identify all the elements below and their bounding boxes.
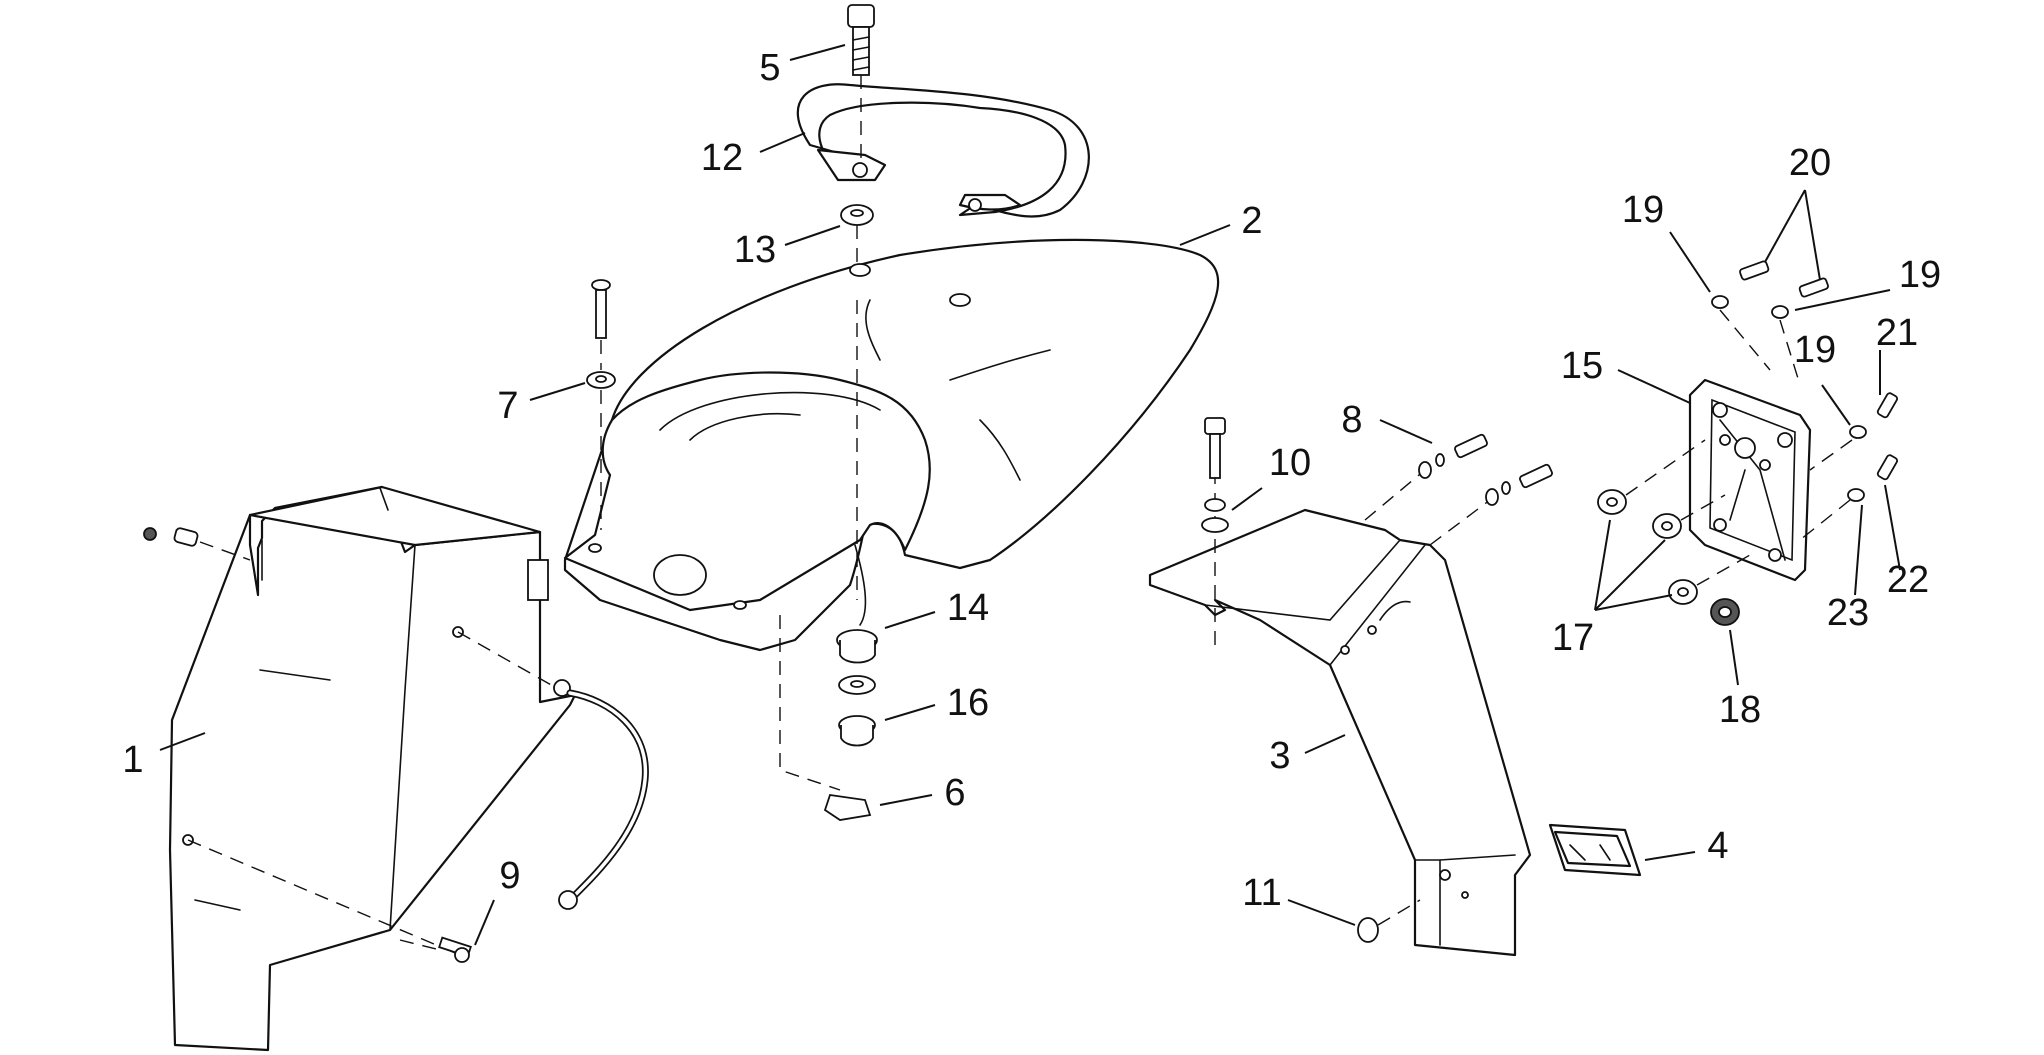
callout-14: 14 (947, 587, 989, 629)
callout-11: 11 (1242, 872, 1281, 914)
part-6-clip (779, 615, 872, 821)
part-16-washer-grommet (838, 675, 876, 747)
part-14-grommet (836, 300, 878, 664)
part-9-screw (399, 936, 472, 963)
part-3-plate-bracket (1148, 470, 1532, 957)
callout-2: 2 (1241, 200, 1262, 242)
ground-wire (553, 679, 649, 910)
part-2-rear-fender (563, 238, 1220, 652)
callout-19a: 19 (1622, 189, 1664, 231)
part-1-splash-guard (168, 485, 577, 1052)
callout-8: 8 (1341, 399, 1362, 441)
part-12-grab-handle (796, 83, 1090, 218)
part-1-hardware (143, 527, 251, 561)
callout-23: 23 (1827, 592, 1869, 634)
part-5-bolt (847, 4, 875, 165)
part-18-nut (1710, 598, 1740, 626)
callout-18: 18 (1719, 689, 1761, 731)
callout-1: 1 (122, 739, 143, 781)
part-13-washer (840, 204, 874, 265)
callout-12: 12 (701, 137, 743, 179)
callout-13: 13 (734, 229, 776, 271)
callout-19c: 19 (1794, 329, 1836, 371)
callout-3: 3 (1269, 735, 1290, 777)
plate-holder-screws (1711, 260, 1898, 541)
part-10-bolt-washers (1201, 417, 1229, 533)
callout-21: 21 (1876, 312, 1918, 354)
leader-lines (159, 44, 1901, 946)
part-7-bolt-washer (586, 279, 616, 530)
part-15-plate-holder (1688, 378, 1812, 582)
callout-6: 6 (944, 772, 965, 814)
callout-17: 17 (1552, 617, 1594, 659)
part-11-nut (1357, 899, 1421, 943)
callout-labels: 1 2 3 4 5 6 7 8 9 10 11 12 13 14 15 16 1… (122, 47, 1941, 914)
part-17-nuts (1597, 439, 1751, 605)
callout-15: 15 (1561, 345, 1603, 387)
callout-22: 22 (1887, 559, 1929, 601)
callout-20: 20 (1789, 142, 1831, 184)
part-8-bolts-washers (1364, 433, 1553, 546)
callout-16: 16 (947, 682, 989, 724)
part-4-reflector (1548, 823, 1642, 877)
callout-7: 7 (497, 385, 518, 427)
callout-4: 4 (1707, 825, 1728, 867)
callout-5: 5 (759, 47, 780, 89)
callout-10: 10 (1269, 442, 1311, 484)
callout-9: 9 (499, 855, 520, 897)
callout-19b: 19 (1899, 254, 1941, 296)
